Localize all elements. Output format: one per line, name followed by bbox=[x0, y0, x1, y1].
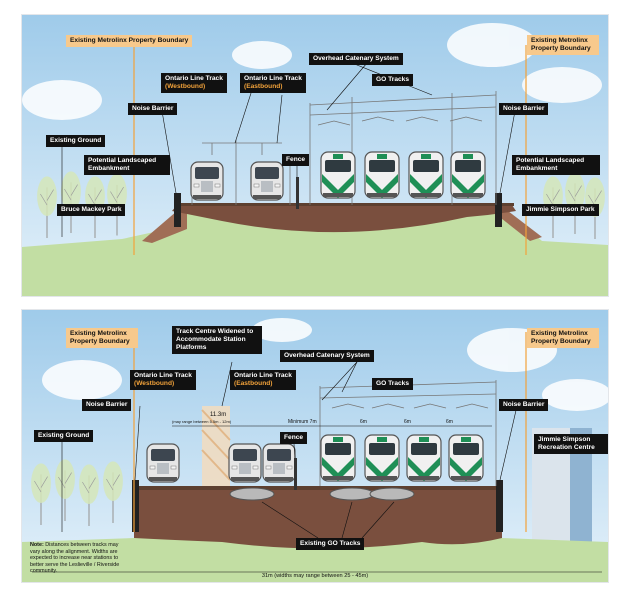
property-boundary-label-right: Existing Metrolinx Property Boundary bbox=[527, 35, 599, 55]
property-boundary-text: Existing Metrolinx Property Boundary bbox=[531, 37, 591, 52]
ol-westbound-sub: (Westbound) bbox=[165, 83, 206, 90]
platform-hatch bbox=[201, 409, 231, 481]
proposed-cross-section-drawing bbox=[22, 310, 608, 582]
fence-post bbox=[296, 177, 299, 209]
ol-eastbound-title: Ontario Line Track bbox=[244, 75, 302, 82]
park-label-right: Jimmie Simpson Park bbox=[522, 204, 599, 216]
noise-barrier-label-left: Noise Barrier bbox=[82, 399, 132, 411]
property-boundary-label-right: Existing Metrolinx Property Boundary bbox=[527, 328, 599, 348]
fence-post bbox=[294, 458, 297, 490]
platform-range-dimension: (may range between 5.5m - 12m) bbox=[172, 419, 232, 424]
park-label-left: Bruce Mackey Park bbox=[57, 204, 126, 216]
property-boundary-text: Existing Metrolinx Property Boundary bbox=[70, 37, 189, 44]
track-bed bbox=[134, 486, 502, 490]
fence-label: Fence bbox=[282, 154, 310, 166]
track-bed bbox=[174, 203, 514, 206]
rail-embankment bbox=[172, 205, 516, 233]
track-spacing-dimension-3: 6m bbox=[446, 419, 453, 425]
note-title: Note: bbox=[30, 542, 44, 548]
ol-eastbound-sub: (Eastbound) bbox=[244, 83, 283, 90]
existing-ground-label: Existing Ground bbox=[34, 430, 94, 442]
property-boundary-text: Existing Metrolinx Property Boundary bbox=[531, 330, 591, 345]
fence-label: Fence bbox=[280, 432, 308, 444]
proposed-cross-section-panel: Existing Metrolinx Property Boundary Exi… bbox=[21, 309, 609, 583]
distance-note: Note: Distances between tracks may vary … bbox=[30, 542, 128, 575]
catenary-label: Overhead Catenary System bbox=[280, 350, 374, 362]
landscaped-embankment-label-left: Potential Landscaped Embankment bbox=[84, 155, 170, 175]
ol-westbound-title: Ontario Line Track bbox=[134, 372, 192, 379]
ol-westbound-label: Ontario Line Track (Westbound) bbox=[161, 73, 227, 93]
ol-westbound-label: Ontario Line Track (Westbound) bbox=[130, 370, 196, 390]
existing-cross-section-panel: Existing Metrolinx Property Boundary Exi… bbox=[21, 14, 609, 297]
total-width-caption: 31m (widths may range between 25 - 45m) bbox=[261, 573, 369, 579]
noise-barrier-right-wall bbox=[495, 193, 502, 227]
noise-barrier-left-wall bbox=[174, 193, 181, 227]
property-boundary-label-left: Existing Metrolinx Property Boundary bbox=[66, 35, 193, 47]
existing-go-track-bridges bbox=[229, 487, 415, 501]
noise-barrier-label-right: Noise Barrier bbox=[499, 103, 549, 115]
ol-eastbound-label: Ontario Line Track (Eastbound) bbox=[230, 370, 296, 390]
noise-barrier-right-wall bbox=[496, 480, 503, 532]
platform-width-dimension: 11.3m bbox=[210, 412, 227, 418]
property-boundary-text: Existing Metrolinx Property Boundary bbox=[70, 330, 130, 345]
existing-go-tracks-label: Existing GO Tracks bbox=[296, 538, 365, 550]
track-centre-label: Track Centre Widened to Accommodate Stat… bbox=[172, 326, 262, 354]
catenary-label: Overhead Catenary System bbox=[309, 53, 403, 65]
track-spacing-dimension-1: 6m bbox=[360, 419, 367, 425]
ol-eastbound-title: Ontario Line Track bbox=[234, 372, 292, 379]
property-boundary-label-left: Existing Metrolinx Property Boundary bbox=[66, 328, 138, 348]
go-tracks-label: GO Tracks bbox=[372, 74, 413, 86]
ol-eastbound-sub: (Eastbound) bbox=[234, 380, 273, 387]
recreation-centre-label: Jimmie Simpson Recreation Centre bbox=[534, 434, 608, 454]
existing-ground-label: Existing Ground bbox=[46, 135, 106, 147]
leader-lines bbox=[61, 361, 518, 539]
dimension-lines bbox=[32, 425, 602, 573]
rail-embankment bbox=[134, 490, 502, 549]
embankment-right bbox=[492, 211, 542, 241]
ol-westbound-title: Ontario Line Track bbox=[165, 75, 223, 82]
minimum-spacing-dimension: Minimum 7m bbox=[288, 419, 317, 425]
landscaped-embankment-label-right: Potential Landscaped Embankment bbox=[512, 155, 600, 175]
note-body: Distances between tracks may vary along … bbox=[30, 542, 120, 575]
track-spacing-dimension-2: 6m bbox=[404, 419, 411, 425]
noise-barrier-label-left: Noise Barrier bbox=[128, 103, 178, 115]
go-tracks-label: GO Tracks bbox=[372, 378, 413, 390]
ol-westbound-sub: (Westbound) bbox=[134, 380, 175, 387]
noise-barrier-left-wall bbox=[132, 480, 139, 532]
clouds bbox=[22, 23, 602, 120]
go-catenary bbox=[319, 380, 497, 486]
ol-eastbound-label: Ontario Line Track (Eastbound) bbox=[240, 73, 306, 93]
recreation-centre-facade bbox=[570, 428, 592, 548]
noise-barrier-label-right: Noise Barrier bbox=[499, 399, 549, 411]
